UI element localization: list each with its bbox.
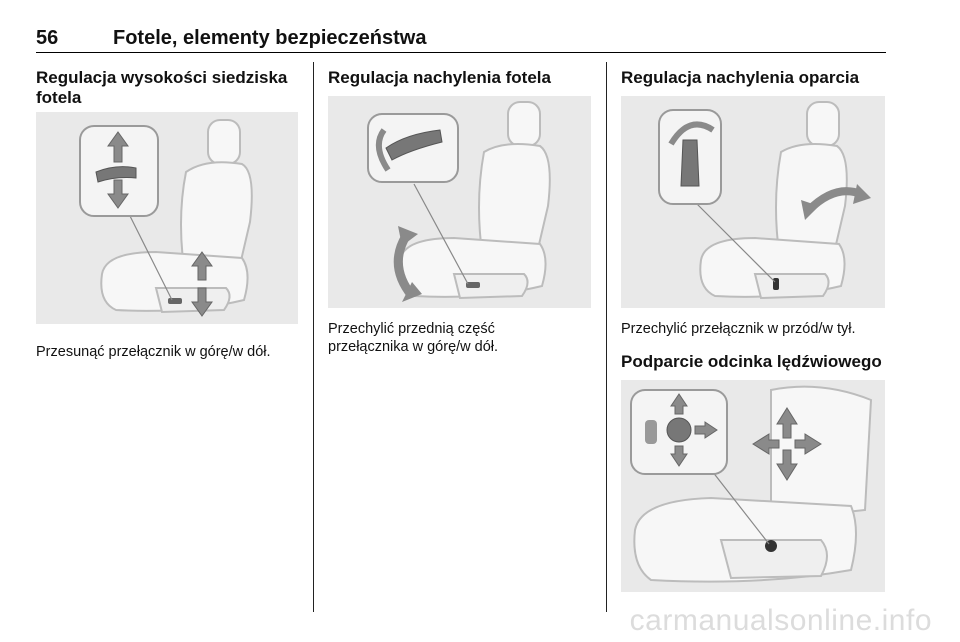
header-rule xyxy=(36,52,886,53)
watermark: carmanualsonline.info xyxy=(629,604,932,637)
instruction-seat-tilt-line1: Przechylić przednią część xyxy=(328,321,495,337)
seat-illustration xyxy=(633,385,873,583)
four-way-arrow-icon xyxy=(752,407,822,481)
seat-illustration xyxy=(100,119,253,314)
instruction-seat-tilt-line2: przełącznika w górę/w dół. xyxy=(328,339,499,355)
instruction-seat-height: Przesunąć przełącznik w górę/w dół. xyxy=(36,344,271,360)
four-way-arrow-icon xyxy=(670,393,718,467)
section-heading-seat-tilt: Regulacja nachylenia fotela xyxy=(328,68,551,87)
column-divider xyxy=(313,62,314,612)
rotate-arrow-icon xyxy=(668,121,715,146)
page-title: Fotele, elementy bezpieczeństwa xyxy=(113,27,427,49)
page-number: 56 xyxy=(36,27,59,49)
figure-seat-tilt xyxy=(328,96,591,308)
section-heading-backrest-tilt: Regulacja nachylenia oparcia xyxy=(621,68,860,87)
figure-seat-height xyxy=(36,112,298,324)
figure-backrest-tilt xyxy=(621,96,885,308)
column-divider xyxy=(606,62,607,612)
section-heading-seat-height: Regulacja wysokości siedziska fotela xyxy=(36,68,288,107)
up-down-arrow-icon xyxy=(107,131,129,209)
instruction-backrest-tilt: Przechylić przełącznik w przód/w tył. xyxy=(621,321,856,337)
figure-lumbar-support xyxy=(621,380,885,592)
seat-illustration xyxy=(398,101,551,300)
tilt-arrow-icon xyxy=(375,128,391,172)
section-heading-lumbar-support: Podparcie odcinka lędźwiowego xyxy=(621,352,882,371)
